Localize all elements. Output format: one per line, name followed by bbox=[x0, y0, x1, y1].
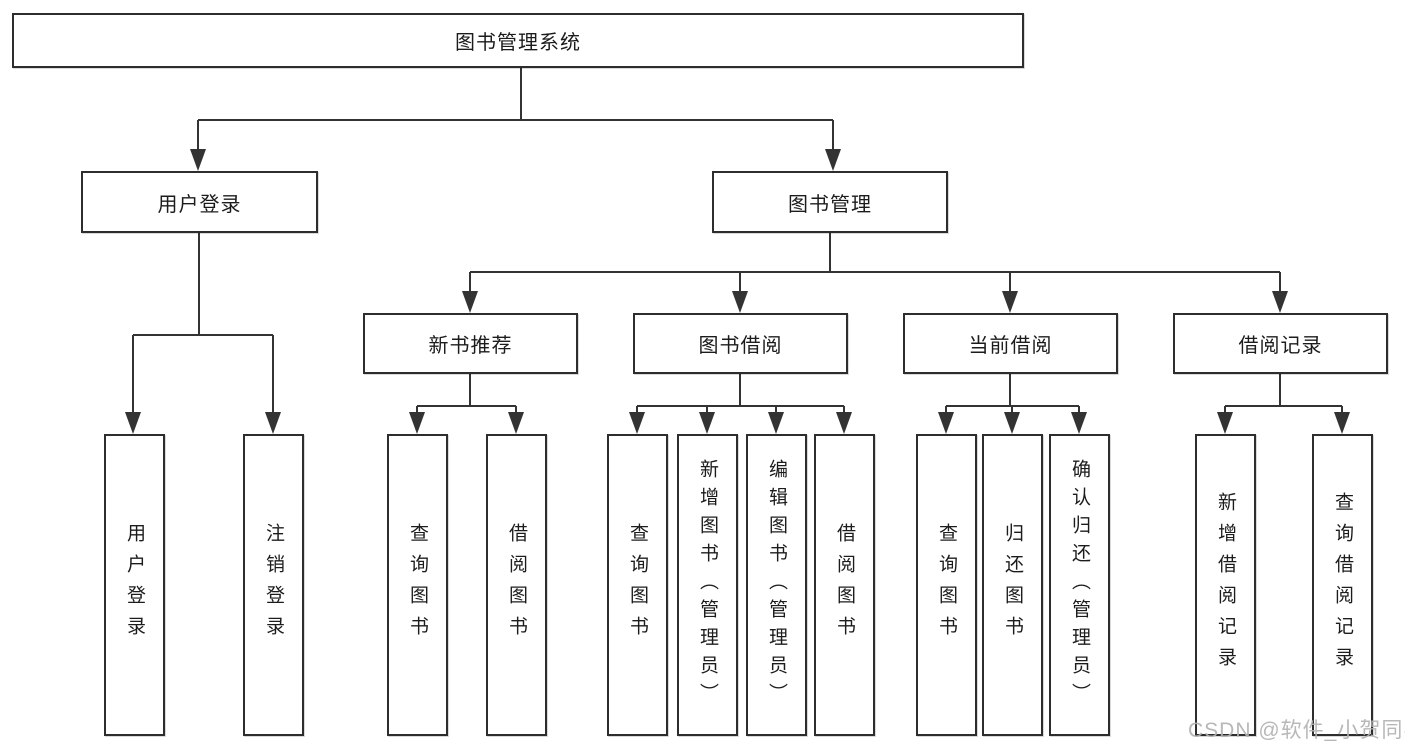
node-label: 图书管理系统 bbox=[455, 32, 581, 54]
node-book-management-module: 图书管理 bbox=[712, 171, 948, 233]
node-label: 新书推荐 bbox=[428, 335, 513, 357]
node-new-book-recommendation: 新书推荐 bbox=[363, 313, 578, 374]
leaf-borrow-books-2: 借阅图书 bbox=[814, 434, 875, 736]
node-label: 查询借阅记录 bbox=[1332, 492, 1353, 678]
leaf-query-books-2: 查询图书 bbox=[607, 434, 668, 736]
leaf-return-books: 归还图书 bbox=[982, 434, 1043, 736]
node-label: 新增借阅记录 bbox=[1215, 492, 1236, 678]
leaf-query-books-1: 查询图书 bbox=[387, 434, 448, 736]
node-label: 查询图书 bbox=[627, 523, 648, 647]
node-label: 图书借阅 bbox=[698, 335, 783, 357]
node-label: 注销登录 bbox=[263, 523, 284, 647]
node-book-borrowing: 图书借阅 bbox=[633, 313, 848, 374]
leaf-query-books-3: 查询图书 bbox=[916, 434, 977, 736]
node-label: 编辑图书（管理员） bbox=[766, 459, 787, 711]
leaf-borrow-books-1: 借阅图书 bbox=[486, 434, 547, 736]
node-label: 确认归还（管理员） bbox=[1069, 459, 1090, 711]
leaf-add-borrow-record: 新增借阅记录 bbox=[1195, 434, 1256, 736]
node-label: 用户登录 bbox=[124, 523, 145, 647]
node-label: 查询图书 bbox=[936, 523, 957, 647]
leaf-logout: 注销登录 bbox=[243, 434, 304, 736]
node-label: 新增图书（管理员） bbox=[697, 459, 718, 711]
node-label: 借阅记录 bbox=[1238, 335, 1323, 357]
node-user-login-module: 用户登录 bbox=[81, 171, 318, 233]
leaf-user-login: 用户登录 bbox=[104, 434, 165, 736]
node-label: 用户登录 bbox=[157, 193, 242, 216]
node-label: 归还图书 bbox=[1002, 523, 1023, 647]
node-label: 当前借阅 bbox=[968, 335, 1053, 357]
node-root-library-management-system: 图书管理系统 bbox=[12, 13, 1024, 68]
node-current-borrowing: 当前借阅 bbox=[903, 313, 1118, 374]
csdn-watermark: CSDN @软件_小贺同学 bbox=[1188, 719, 1405, 742]
node-borrowing-records: 借阅记录 bbox=[1173, 313, 1388, 374]
node-label: 借阅图书 bbox=[834, 523, 855, 647]
node-label: 查询图书 bbox=[407, 523, 428, 647]
leaf-query-borrow-record: 查询借阅记录 bbox=[1312, 434, 1373, 736]
leaf-add-books-admin: 新增图书（管理员） bbox=[677, 434, 738, 736]
node-label: 借阅图书 bbox=[506, 523, 527, 647]
leaf-confirm-return-admin: 确认归还（管理员） bbox=[1049, 434, 1110, 736]
leaf-edit-books-admin: 编辑图书（管理员） bbox=[746, 434, 807, 736]
node-label: 图书管理 bbox=[788, 193, 872, 216]
